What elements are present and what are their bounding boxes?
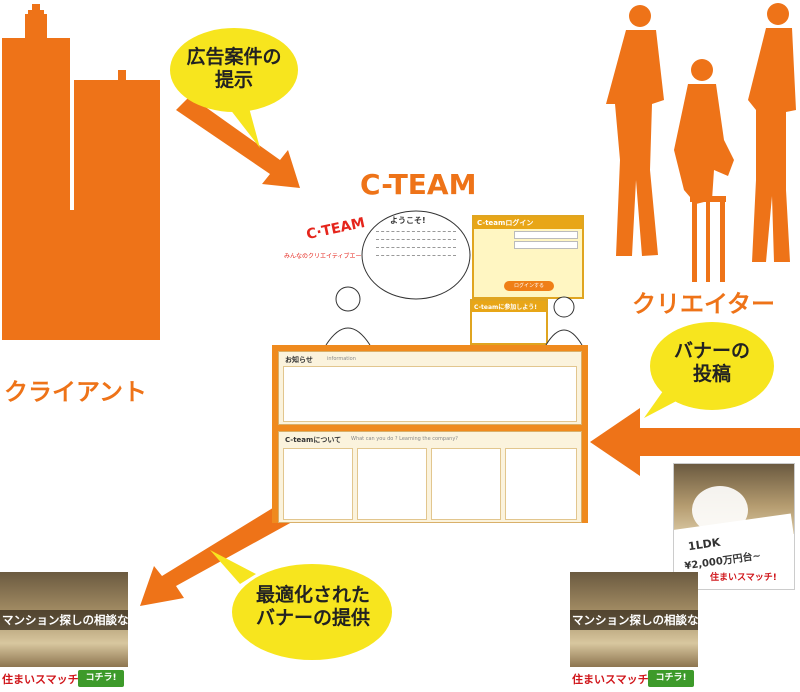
site-about-step xyxy=(283,448,353,520)
site-tagline: みんなのクリエイティブエージェンシー xyxy=(284,253,392,260)
site-news-title: お知らせ xyxy=(285,356,313,364)
banner-ad-logo: 住まいスマッチ! xyxy=(572,673,654,686)
banner-ad-logo: 住まいスマッチ! xyxy=(2,673,84,686)
bubble-provide-text: 最適化された バナーの提供 xyxy=(236,584,390,630)
bubble-posting-line1: バナーの xyxy=(673,340,750,362)
banner-ad-right: マンション探しの相談なら 住まいスマッチ! コチラ! xyxy=(570,572,698,692)
speech-bubble-posting xyxy=(644,322,774,418)
divider xyxy=(376,247,456,248)
divider xyxy=(376,231,456,233)
bubble-proposal-text: 広告案件の 提示 xyxy=(172,46,296,92)
bubble-posting-text: バナーの 投稿 xyxy=(652,340,772,386)
banner-ad-headline: マンション探しの相談なら xyxy=(572,613,698,627)
banner-ad-cta-button[interactable]: コチラ! xyxy=(78,670,124,687)
cteam-site-screenshot: C·TEAM みんなのクリエイティブエージェンシー ようこそ! C-teamログ… xyxy=(272,205,588,523)
site-login-title: C-teamログイン xyxy=(474,217,582,229)
divider xyxy=(376,239,456,240)
bubble-provide-line2: バナーの提供 xyxy=(255,606,370,629)
site-welcome: ようこそ! xyxy=(390,216,426,225)
site-join-title: C-teamに参加しよう! xyxy=(472,301,546,312)
site-character-man-icon xyxy=(545,296,583,345)
vertical-ad-logo: 住まいスマッチ! xyxy=(710,573,777,583)
site-character-woman-icon xyxy=(325,286,371,345)
site-header: C·TEAM みんなのクリエイティブエージェンシー ようこそ! C-teamログ… xyxy=(272,205,588,345)
site-about-panel: C-teamについて What can you do ? Learning th… xyxy=(278,431,582,523)
site-news-content xyxy=(283,366,577,422)
bubble-proposal-line2: 提示 xyxy=(214,68,253,91)
creators-silhouette-icon xyxy=(606,3,796,282)
site-about-step xyxy=(357,448,427,520)
site-about-step xyxy=(431,448,501,520)
bubble-posting-line2: 投稿 xyxy=(692,362,731,385)
site-body: お知らせ information C-teamについて What can you… xyxy=(272,345,588,523)
bubble-proposal-line1: 広告案件の xyxy=(186,46,282,68)
site-news-panel: お知らせ information xyxy=(278,351,582,425)
site-news-sub: information xyxy=(327,356,356,362)
vertical-banner-ad: 1LDK ¥2,000万円台~ 住まいスマッチ! xyxy=(673,463,795,590)
diagram-title: C-TEAM xyxy=(360,168,477,201)
site-about-title: C-teamについて xyxy=(285,436,342,444)
site-login-box: C-teamログイン ログインする xyxy=(472,215,584,299)
client-buildings-icon xyxy=(2,4,160,340)
banner-ad-band xyxy=(0,610,128,630)
banner-ad-headline: マンション探しの相談なら xyxy=(2,613,128,627)
banner-ad-band xyxy=(570,610,698,630)
divider xyxy=(376,255,456,256)
client-label: クライアント xyxy=(4,378,148,406)
login-password-input[interactable] xyxy=(514,241,578,249)
banner-ad-cta-button[interactable]: コチラ! xyxy=(648,670,694,687)
arrow-client-to-site-icon xyxy=(176,96,300,188)
site-join-box: C-teamに参加しよう! xyxy=(470,299,548,345)
site-about-sub: What can you do ? Learning the company? xyxy=(351,436,458,442)
speech-bubble-proposal xyxy=(170,28,298,148)
banner-ad-left: マンション探しの相談なら 住まいスマッチ! コチラ! xyxy=(0,572,128,692)
site-login-button[interactable]: ログインする xyxy=(504,281,554,291)
speech-bubble-provide xyxy=(210,550,392,660)
site-logo: C·TEAM xyxy=(304,214,367,244)
site-about-step xyxy=(505,448,577,520)
arrow-creator-to-site-icon xyxy=(590,408,800,476)
login-id-input[interactable] xyxy=(514,231,578,239)
bubble-provide-line1: 最適化された xyxy=(255,584,370,606)
creator-label: クリエイター xyxy=(632,290,776,318)
